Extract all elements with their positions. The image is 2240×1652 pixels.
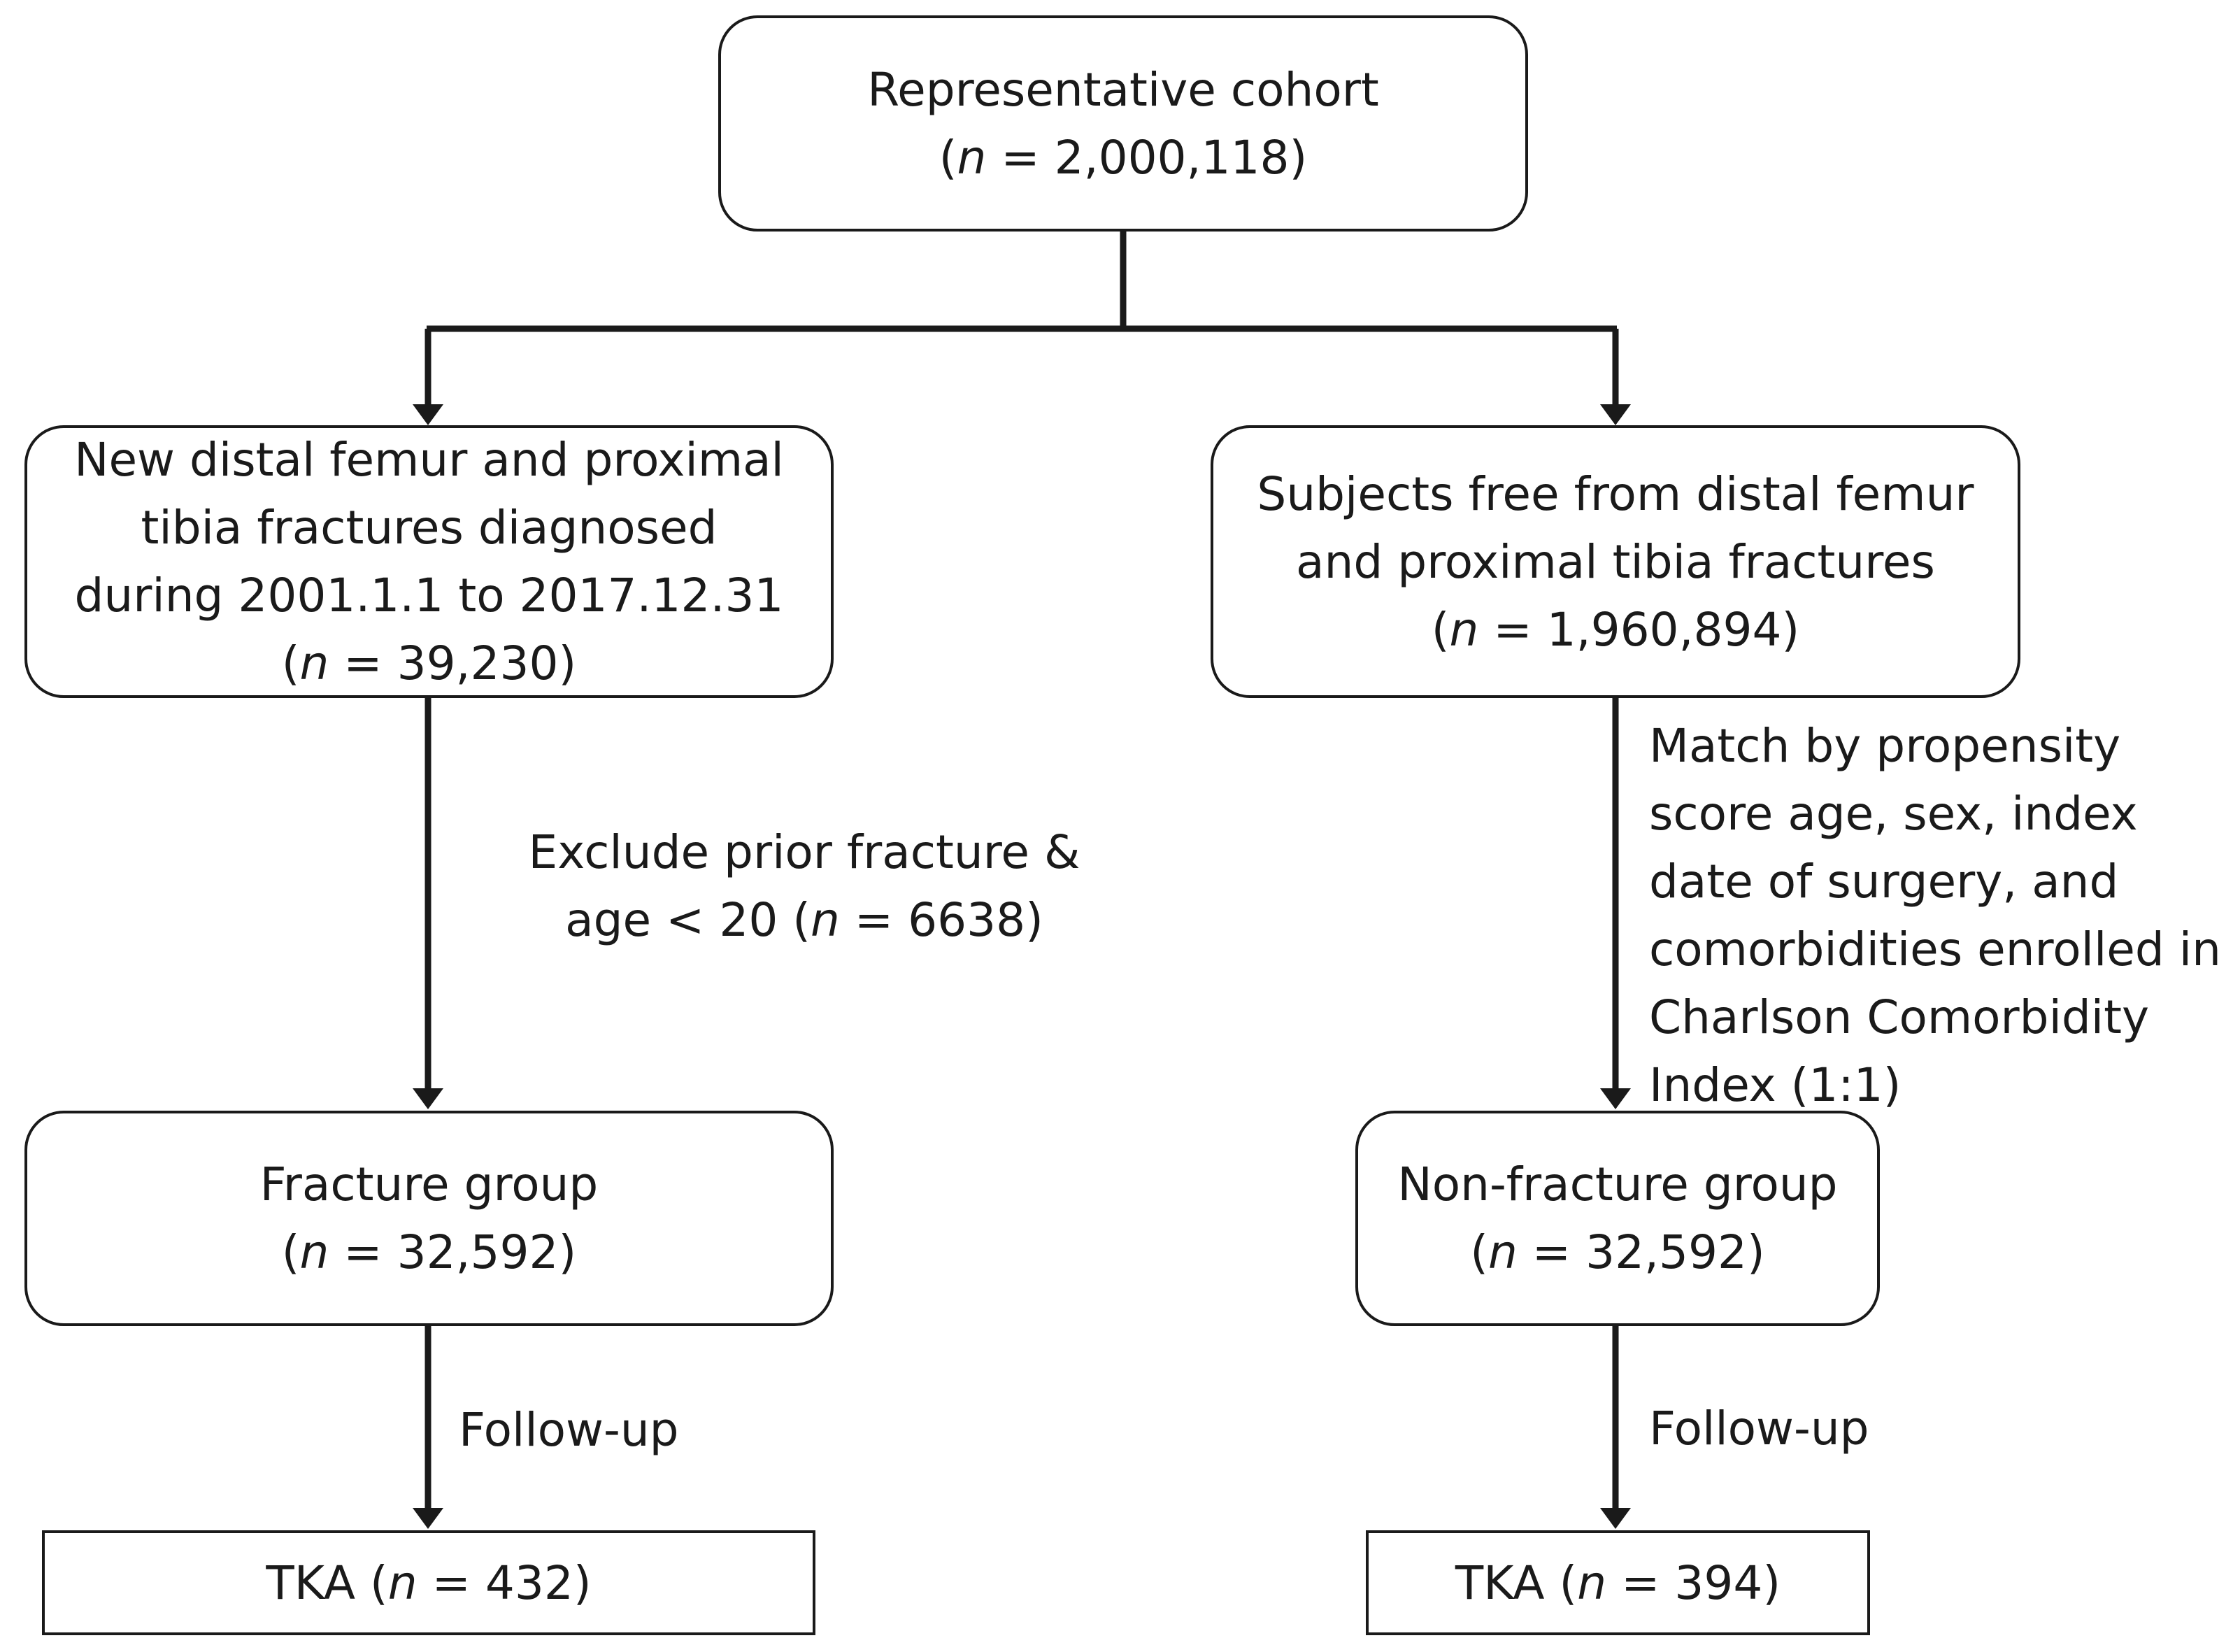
arrow-to-fracture-dx	[413, 329, 443, 425]
nonfracture-group-box: Non-fracture group (n = 32,592)	[1355, 1111, 1880, 1326]
match-label-line-6: Index (1:1)	[1649, 1058, 1902, 1112]
match-label-line-5: Charlson Comorbidity	[1649, 990, 2150, 1044]
tka-nonfracture-text: TKA (n = 394)	[1455, 1555, 1781, 1610]
fracture-diagnosed-line-1: New distal femur and proximal	[74, 433, 784, 487]
match-label-line-4: comorbidities enrolled in	[1649, 923, 2221, 976]
fracture-group-title: Fracture group	[259, 1158, 599, 1211]
arrow-to-fracture-group	[413, 698, 443, 1109]
nonfracture-group-count: (n = 32,592)	[1470, 1225, 1765, 1279]
exclude-label-line-1: Exclude prior fracture &	[528, 825, 1080, 879]
tka-fracture-box: TKA (n = 432)	[42, 1530, 815, 1635]
fracture-diagnosed-line-3: during 2001.1.1 to 2017.12.31	[74, 569, 784, 622]
fracture-free-line-2: and proximal tibia fractures	[1296, 534, 1935, 589]
match-label-line-2: score age, sex, index	[1649, 787, 2138, 841]
followup-label-right: Follow-up	[1649, 1402, 1869, 1455]
match-label: Match by propensity score age, sex, inde…	[1649, 712, 2237, 1119]
arrow-to-tka-fracture	[413, 1326, 443, 1529]
cohort-box: Representative cohort (n = 2,000,118)	[718, 15, 1528, 232]
fracture-free-box: Subjects free from distal femur and prox…	[1211, 425, 2020, 698]
fracture-diagnosed-box: New distal femur and proximal tibia frac…	[24, 425, 834, 698]
arrow-to-tka-nonfracture	[1600, 1326, 1631, 1529]
tka-fracture-text: TKA (n = 432)	[266, 1555, 592, 1610]
fracture-diagnosed-line-2: tibia fractures diagnosed	[141, 501, 718, 555]
arrow-to-nonfracture-group	[1600, 698, 1631, 1109]
match-label-line-3: date of surgery, and	[1649, 855, 2119, 909]
fracture-free-count: (n = 1,960,894)	[1431, 602, 1800, 657]
fracture-group-box: Fracture group (n = 32,592)	[24, 1111, 834, 1326]
followup-label-left: Follow-up	[459, 1403, 679, 1457]
exclude-label-line-2: age < 20 (n = 6638)	[565, 893, 1043, 947]
cohort-title: Representative cohort	[867, 62, 1379, 117]
nonfracture-group-title: Non-fracture group	[1397, 1158, 1838, 1211]
exclude-label: Exclude prior fracture & age < 20 (n = 6…	[490, 818, 1119, 954]
tka-nonfracture-box: TKA (n = 394)	[1366, 1530, 1870, 1635]
fracture-free-line-1: Subjects free from distal femur	[1257, 467, 1974, 521]
match-label-line-1: Match by propensity	[1649, 719, 2121, 773]
fracture-diagnosed-count: (n = 39,230)	[281, 636, 577, 690]
connector-cohort-split	[427, 232, 1617, 332]
cohort-count: (n = 2,000,118)	[939, 130, 1308, 185]
arrow-to-free	[1600, 329, 1631, 425]
fracture-group-count: (n = 32,592)	[281, 1225, 577, 1279]
